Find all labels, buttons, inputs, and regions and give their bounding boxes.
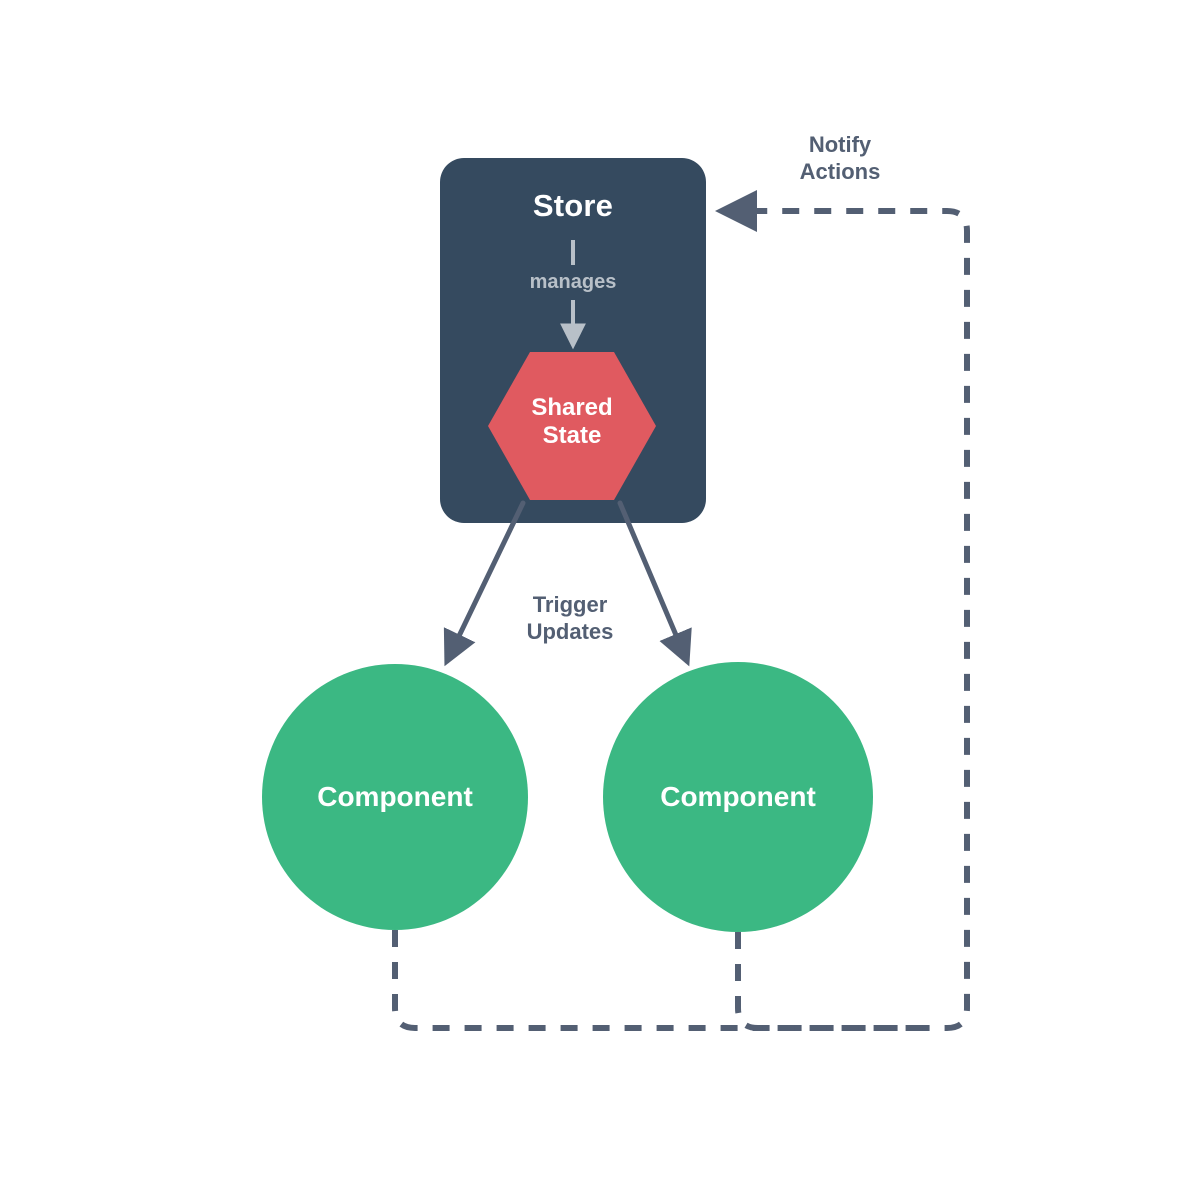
trigger-updates-edge-left [443, 500, 526, 667]
shared-state-node[interactable] [488, 352, 656, 500]
component-right-node[interactable] [603, 662, 873, 932]
notify-actions-edge-right [735, 932, 930, 1031]
component-left-node[interactable] [262, 664, 528, 930]
trigger-updates-edge-right [617, 500, 692, 667]
